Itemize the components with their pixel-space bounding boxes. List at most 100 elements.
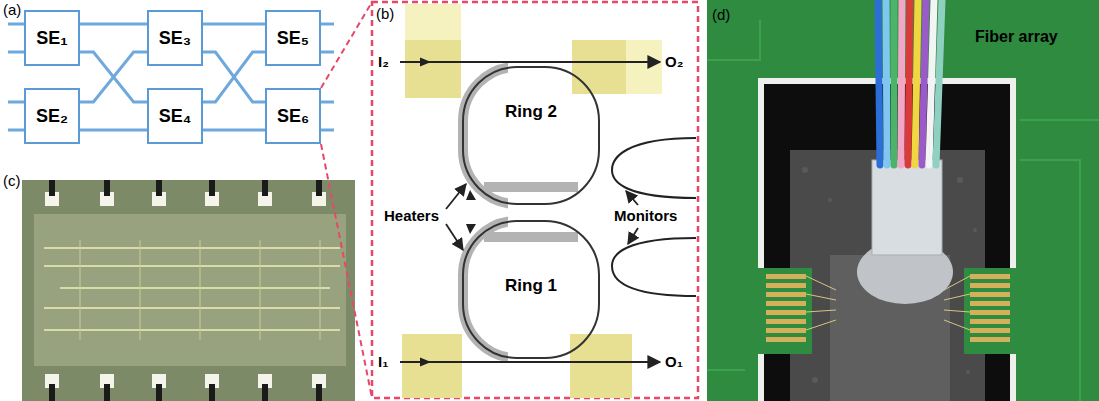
package-photo (766, 328, 806, 333)
switch-label: SE₂ (36, 106, 68, 127)
package-photo (970, 337, 1010, 342)
package-photo (970, 292, 1010, 297)
panel-letter: (d) (712, 6, 730, 23)
switch-element-box: SE₃ (147, 10, 203, 66)
waveguide-connector (80, 23, 147, 26)
leader-arrow (628, 228, 638, 244)
waveguide-connector (203, 23, 265, 26)
chip-photo (260, 240, 261, 340)
annotation-label: Fiber array (975, 28, 1058, 46)
package-photo (806, 310, 836, 312)
package-photo (970, 283, 1010, 288)
zoom-line (321, 144, 372, 398)
waveguide-stub (8, 51, 24, 54)
chip-photo (104, 180, 110, 196)
contact-pad (405, 40, 461, 98)
package-photo (922, 0, 926, 165)
chip-photo (80, 240, 81, 340)
panel-letter: (c) (3, 172, 21, 189)
annotation-label: O₂ (665, 53, 683, 70)
annotation-label: I₂ (378, 53, 389, 70)
waveguide-connector (203, 52, 265, 102)
monitor-waveguide (612, 238, 696, 296)
chip-photo (44, 265, 340, 267)
package-photo (872, 160, 942, 255)
waveguide-connector (203, 129, 265, 132)
package-photo (766, 310, 806, 315)
chip-photo (156, 384, 162, 401)
package-photo (806, 294, 836, 300)
package-photo (944, 294, 970, 300)
waveguide-stub (321, 101, 334, 104)
package-photo (886, 0, 887, 165)
switch-element-box: SE₄ (147, 88, 203, 144)
switch-element-box: SE₆ (265, 88, 321, 144)
heater (463, 221, 508, 358)
package-photo (891, 0, 898, 165)
package-photo (707, 20, 760, 60)
direction-arrow (466, 190, 476, 200)
package-photo (973, 228, 977, 232)
contact-pad (572, 40, 628, 94)
contact-pad (405, 4, 461, 42)
heater (463, 67, 599, 358)
package-photo (790, 150, 985, 401)
waveguide-stub (8, 24, 334, 130)
chip-photo (140, 240, 141, 340)
chip-photo (45, 192, 326, 388)
waveguide-stub (8, 101, 24, 104)
monitor-waveguide (612, 138, 696, 198)
package-photo (970, 328, 1010, 333)
contact-pad (402, 4, 662, 398)
package-photo (812, 377, 818, 383)
ring-label: Ring 2 (505, 102, 557, 122)
leader-arrow (446, 224, 463, 250)
zoom-frame (372, 2, 698, 398)
waveguide-connector (80, 52, 147, 102)
chip-photo (156, 180, 162, 196)
package-photo (901, 0, 902, 165)
chip-photo (209, 180, 215, 196)
heater (463, 67, 508, 204)
panel-letter: (a) (3, 1, 21, 18)
package-photo (944, 320, 970, 330)
bus-waveguide (400, 61, 660, 63)
ring-waveguide (463, 67, 599, 204)
chip-photo (22, 180, 355, 401)
package-photo (929, 0, 934, 165)
package-photo (802, 167, 808, 173)
chip-photo (44, 307, 340, 309)
zoom-line (321, 2, 372, 88)
ring-outline (462, 66, 600, 205)
package-photo (707, 369, 745, 371)
package-photo (806, 320, 836, 330)
waveguide-connector (80, 52, 147, 102)
switch-label: SE₄ (159, 106, 192, 127)
package-photo (758, 268, 812, 354)
package-photo (707, 0, 1099, 401)
monitor-waveguide (612, 138, 696, 296)
switch-element-box: SE₅ (265, 10, 321, 66)
package-photo (908, 0, 910, 165)
switch-label: SE₅ (277, 28, 309, 49)
package-photo (966, 370, 970, 374)
direction-arrow (466, 224, 476, 234)
switch-label: SE₃ (159, 28, 191, 49)
microring: Ring 2 (462, 66, 600, 205)
direction-arrow (420, 358, 431, 367)
waveguide-connector (80, 129, 147, 132)
zoom-frame (372, 2, 698, 398)
chip-photo (104, 384, 110, 401)
switch-element-box: SE₁ (24, 10, 80, 66)
annotation-label: Monitors (614, 207, 677, 224)
package-photo (1020, 160, 1080, 401)
bus-waveguide (400, 361, 660, 363)
package-photo (944, 310, 970, 312)
heater (484, 182, 578, 192)
chip-photo (262, 384, 268, 401)
package-photo (707, 0, 1099, 401)
package-photo (766, 337, 806, 342)
microring: Ring 1 (462, 220, 600, 359)
chip-photo (49, 180, 322, 401)
chip-photo (60, 287, 330, 289)
